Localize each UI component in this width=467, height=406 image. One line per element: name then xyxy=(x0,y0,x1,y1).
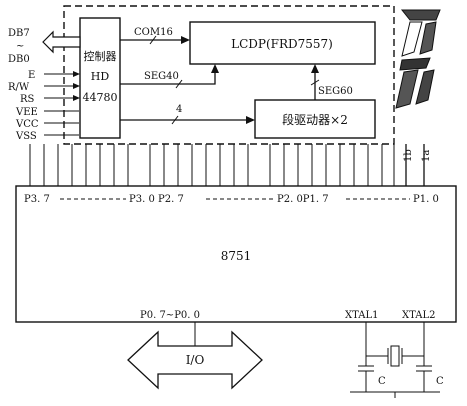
seg40-arrow xyxy=(211,64,219,73)
vee-label: VEE xyxy=(15,107,38,118)
port-p37-label: P3. 7 xyxy=(24,194,50,205)
seg60-label: SEG60 xyxy=(318,86,353,97)
lcd-module-boundary xyxy=(63,5,395,145)
crystal-circuit xyxy=(350,322,440,398)
com16-arrow xyxy=(181,36,190,44)
port-p20-p17-label: P2. 0P1. 7 xyxy=(277,194,329,205)
rw-arrow xyxy=(73,83,80,89)
four-bit-arrow xyxy=(246,116,255,124)
cap-right-label: C xyxy=(436,376,444,387)
data-bus-arrow xyxy=(42,30,81,54)
seg40-bus-slash xyxy=(175,79,183,89)
port-p0-label: P0. 7~P0. 0 xyxy=(140,310,200,321)
port-p10-label: P1. 0 xyxy=(413,194,439,205)
db7-label: DB7 xyxy=(8,28,30,39)
seg60-arrow xyxy=(311,64,319,73)
segment-1b-label: 1b xyxy=(403,149,414,162)
rw-label: R/W xyxy=(8,82,30,93)
e-arrow xyxy=(73,71,80,77)
four-bit-bus-slash xyxy=(171,115,179,125)
com16-bus-slash xyxy=(149,35,157,45)
vcc-label: VCC xyxy=(15,119,39,130)
xtal2-label: XTAL2 xyxy=(402,310,435,321)
port-pin-lines xyxy=(29,144,395,186)
seven-segment-digit-icon xyxy=(395,9,441,109)
io-bus-arrow xyxy=(127,330,263,390)
controller-name: 控制器 xyxy=(84,49,117,63)
db0-label: DB0 xyxy=(8,54,30,65)
four-bit-label: 4 xyxy=(176,104,182,115)
xtal1-label: XTAL1 xyxy=(345,310,378,321)
io-label: I/O xyxy=(186,353,205,367)
rs-label: RS xyxy=(20,94,35,105)
com16-label: COM16 xyxy=(134,27,173,38)
seg60-bus-slash xyxy=(310,79,320,86)
controller-block xyxy=(79,17,121,139)
lcd-panel-block xyxy=(189,21,376,65)
controller-model-prefix: HD xyxy=(91,70,110,83)
cap-left-label: C xyxy=(378,376,386,387)
mcu-label: 8751 xyxy=(221,249,252,263)
segment-driver-label: 段驱动器×2 xyxy=(282,112,348,127)
mcu-block xyxy=(15,185,457,323)
seg40-label: SEG40 xyxy=(144,71,179,82)
vss-label: VSS xyxy=(15,131,37,142)
segment-1a-label: 1a xyxy=(421,150,432,162)
lcd-panel-label: LCDP(FRD7557) xyxy=(231,37,333,51)
rs-arrow xyxy=(73,95,80,101)
controller-model-number: 44780 xyxy=(83,91,118,104)
e-label: E xyxy=(28,70,35,81)
port-p30-p27-label: P3. 0 P2. 7 xyxy=(129,194,184,205)
db-range-tilde: ~ xyxy=(16,41,24,52)
